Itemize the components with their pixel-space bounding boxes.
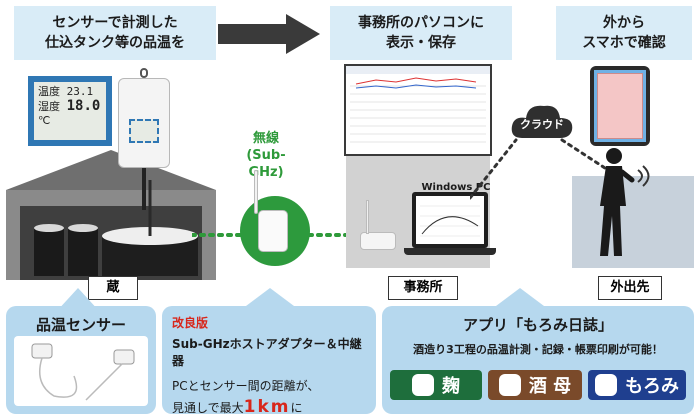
adapter-line2-prefix: 見通しで最大	[172, 401, 244, 415]
office-adapter-antenna	[366, 200, 369, 234]
sensor-hanger	[140, 68, 148, 78]
sensor-panel-title: 品温センサー	[35, 316, 126, 334]
display-row1-label: 温度	[38, 85, 60, 98]
smartphone-screen	[590, 66, 650, 146]
app-panel-desc: 酒造り3工程の品温計測・記録・帳票印刷が可能！	[413, 343, 663, 356]
cloud-label: クラウド	[520, 118, 564, 131]
sensor-probe	[142, 168, 146, 210]
badge-shubo: 酒 母	[488, 370, 582, 400]
step-smartphone-box: 外から スマホで確認	[556, 6, 692, 60]
wireless-protocol: (Sub-GHz)	[246, 148, 286, 180]
walking-person-silhouette	[600, 148, 635, 256]
laptop-base	[404, 248, 496, 255]
adapter-antenna	[254, 170, 258, 214]
app-panel: アプリ「もろみ日誌」 酒造り3工程の品温計測・記録・帳票印刷が可能！ 麹 酒 母…	[382, 306, 694, 414]
badge-shubo-label: 酒 母	[528, 376, 572, 397]
shubo-icon	[498, 374, 521, 396]
label-outside: 外出先	[598, 276, 662, 300]
adapter-panel-title: Sub-GHzホストアダプター＆中継器	[172, 337, 362, 368]
badge-moromi-label: もろみ	[625, 376, 679, 397]
badge-koji: 麹	[390, 370, 482, 400]
moromi-icon	[595, 374, 617, 396]
display-unit: ℃	[38, 114, 51, 127]
step-measure-box: センサーで計測した 仕込タンク等の品温を	[14, 6, 216, 60]
sensor-panel: 品温センサー	[6, 306, 156, 414]
sensor-products-image	[14, 336, 148, 406]
office-host-adapter	[360, 232, 396, 250]
cloud-icon	[511, 105, 573, 138]
adapter-desc-line1: PCとセンサー間の距離が、	[172, 379, 320, 393]
app-badges: 麹 酒 母 もろみ	[390, 370, 686, 400]
display-row2-label: 湿度	[38, 100, 60, 113]
badge-koji-label: 麹	[442, 376, 460, 397]
adapter-line2-suffix: に	[290, 401, 303, 415]
storehouse-illustration	[6, 150, 216, 280]
right-arrow-icon	[218, 14, 320, 54]
display-row1-value: 23.1	[66, 85, 94, 98]
cloud-connection-lines	[470, 138, 607, 200]
windows-pc-laptop	[412, 192, 488, 248]
adapter-panel: 改良版 Sub-GHzホストアダプター＆中継器 PCとセンサー間の距離が、 見通…	[162, 306, 376, 417]
temperature-sensor-device	[118, 78, 170, 168]
step-office-box: 事務所のパソコンに 表示・保存	[330, 6, 512, 60]
adapter-desc-line2: 見通しで最大1kmに	[172, 397, 366, 417]
badge-moromi: もろみ	[588, 370, 686, 400]
display-row2-value: 18.0	[66, 98, 101, 114]
adapter-distance: 1km	[243, 397, 291, 417]
outside-background	[572, 176, 694, 268]
wireless-label: 無線 (Sub-GHz)	[232, 130, 300, 181]
host-adapter-device	[258, 210, 288, 252]
windows-pc-label: Windows PC	[421, 182, 491, 193]
label-office: 事務所	[388, 276, 458, 300]
improved-version-label: 改良版	[172, 316, 209, 330]
pc-software-screenshot	[344, 64, 492, 156]
app-panel-title: アプリ「もろみ日誌」	[462, 316, 613, 334]
wireless-title: 無線	[252, 131, 279, 146]
signal-icon	[637, 165, 650, 187]
sensor-display-closeup: 温度 23.1 湿度 18.0 ℃	[28, 76, 112, 146]
label-storehouse: 蔵	[88, 276, 138, 300]
koji-icon	[412, 374, 434, 396]
